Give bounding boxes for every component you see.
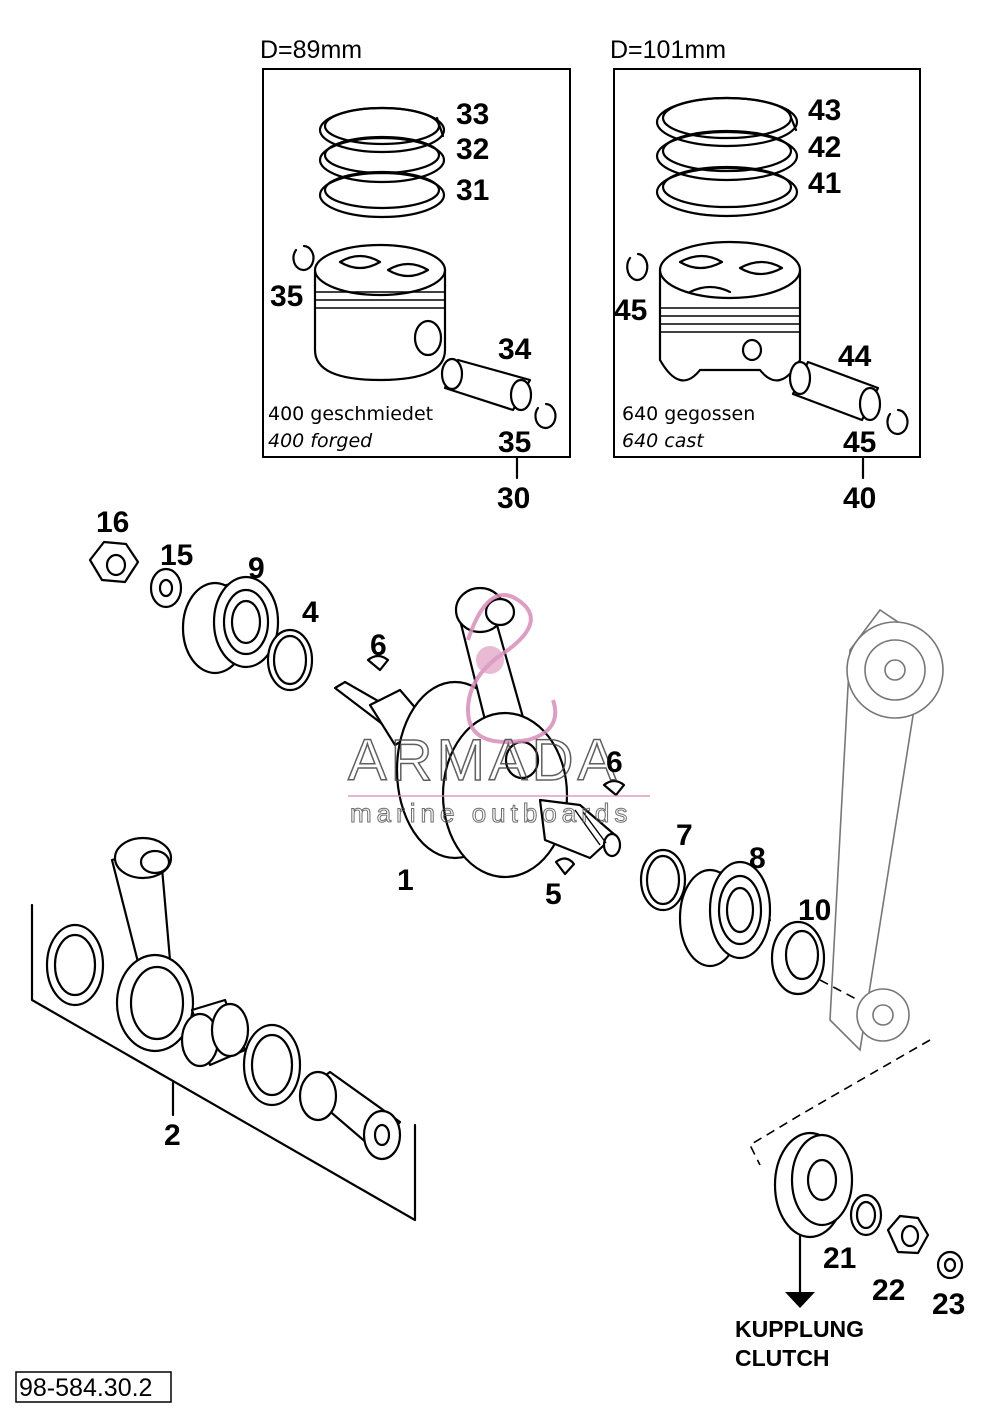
connecting-rod-kit [30, 836, 417, 1222]
callout-45: 45 [614, 294, 647, 327]
woodruff-key [366, 654, 390, 672]
needle-bearing [180, 998, 250, 1068]
clutch-reference-english: CLUTCH [735, 1345, 830, 1371]
piston-kit-101mm: D=101mm 640 [610, 36, 921, 480]
circlip [534, 402, 557, 430]
down-arrow-icon [785, 1292, 815, 1308]
callout-8: 8 [749, 842, 766, 875]
callout-5: 5 [545, 878, 562, 911]
circlip [626, 252, 649, 282]
gear-hex-nut [886, 1214, 930, 1255]
callout-34: 34 [498, 333, 532, 366]
callout-2: 2 [164, 1119, 181, 1152]
watermark-brand: ARMADA [348, 728, 620, 793]
callout-6: 6 [606, 746, 623, 779]
piston-101mm [658, 240, 802, 382]
kit-frame [262, 68, 571, 458]
callout-35: 35 [498, 426, 531, 459]
woodruff-key [602, 779, 626, 797]
piston-kit-89mm: D=89mm [260, 36, 571, 480]
piston-89mm [313, 243, 447, 382]
callout-33: 33 [456, 98, 489, 131]
callout-35: 35 [270, 280, 303, 313]
callout-16: 16 [96, 506, 129, 539]
bore-diameter-label: D=101mm [610, 36, 726, 64]
watermark-logo-icon [465, 593, 558, 744]
callout-42: 42 [808, 131, 841, 164]
hex-nut [88, 540, 140, 584]
callout-4: 4 [302, 596, 319, 629]
piston-rings [655, 96, 799, 218]
gear-washer [849, 1193, 883, 1237]
callout-32: 32 [456, 133, 489, 166]
circlip [886, 408, 909, 436]
piston-rings [318, 106, 446, 219]
reference-code: 98-584.30.2 [19, 1374, 152, 1402]
reference-code-frame [15, 1371, 172, 1403]
callout-9: 9 [248, 552, 265, 585]
watermark: ARMADA marine outboards [347, 593, 650, 829]
connecting-rod [110, 836, 195, 1053]
shim-ring [266, 628, 314, 692]
thrust-washer [242, 1023, 302, 1107]
timing-chain-assembly [829, 608, 944, 1052]
callout-43: 43 [808, 94, 841, 127]
callout-labels: 33 32 31 35 34 35 30 43 42 41 45 44 45 4… [96, 94, 965, 1321]
material-note-german: 400 geschmiedet [268, 403, 433, 425]
oil-seal [770, 920, 826, 996]
callout-44: 44 [838, 340, 872, 373]
material-note-english: 640 cast [622, 430, 705, 452]
callout-22: 22 [872, 1274, 905, 1307]
callout-40: 40 [843, 482, 876, 515]
assembly-guide-line [748, 1039, 931, 1166]
small-nut [936, 1250, 964, 1280]
clutch-reference-german: KUPPLUNG [735, 1316, 864, 1342]
washer [149, 567, 183, 609]
callout-21: 21 [823, 1242, 856, 1275]
crank-pin [298, 1070, 402, 1161]
kit-bracket [30, 903, 417, 1222]
material-note-german: 640 gegossen [622, 403, 755, 425]
callout-7: 7 [676, 819, 693, 852]
callout-41: 41 [808, 167, 841, 200]
kit-frame [613, 68, 921, 458]
callout-1: 1 [397, 864, 414, 897]
material-note-english: 400 forged [268, 430, 373, 452]
assembly-guide-line [819, 979, 859, 1001]
watermark-logo-dot-icon [476, 646, 504, 674]
crankshaft [333, 586, 622, 879]
callout-15: 15 [160, 539, 193, 572]
shim-ring [639, 848, 687, 912]
primary-gear [773, 1131, 854, 1239]
piston-pin [788, 360, 882, 422]
ball-bearing [181, 575, 280, 675]
callout-23: 23 [932, 1288, 965, 1321]
woodruff-key [554, 857, 576, 876]
thrust-washer [45, 923, 105, 1007]
callout-10: 10 [798, 894, 831, 927]
ball-bearing [678, 860, 772, 968]
callout-45: 45 [843, 426, 876, 459]
callout-6: 6 [370, 629, 387, 662]
piston-pin [440, 357, 533, 412]
callout-31: 31 [456, 174, 489, 207]
callout-30: 30 [497, 482, 530, 515]
circlip [292, 244, 315, 272]
watermark-tagline: marine outboards [350, 798, 632, 828]
bore-diameter-label: D=89mm [260, 36, 362, 64]
